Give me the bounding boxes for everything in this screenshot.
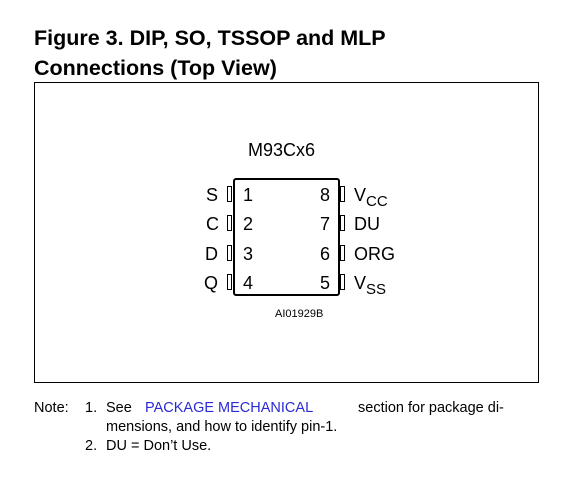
pin-number-6: 6 <box>320 244 331 264</box>
note-1-pre: See <box>106 400 132 416</box>
note-1-post: section for package di- <box>358 400 504 416</box>
pin-lead-3 <box>227 245 232 261</box>
pin-lead-2 <box>227 215 232 231</box>
chip-body <box>233 178 340 296</box>
pin-name-s: S <box>206 185 219 205</box>
pin-number-3: 3 <box>243 244 254 264</box>
pin-name-q: Q <box>204 273 219 293</box>
figure-code: AI01929B <box>275 308 324 320</box>
pin-name-d: D <box>205 244 218 264</box>
figure-frame <box>34 82 539 383</box>
pin-lead-7 <box>340 215 345 231</box>
chip-part-label: M93Cx6 <box>248 140 316 160</box>
pin-lead-1 <box>227 186 232 202</box>
note-label: Note: <box>34 400 69 416</box>
pin-name-c: C <box>206 214 219 234</box>
pin-number-7: 7 <box>320 214 331 234</box>
pin-lead-5 <box>340 274 345 290</box>
pin-number-4: 4 <box>243 273 254 293</box>
package-mechanical-link[interactable]: PACKAGE MECHANICAL <box>145 400 314 416</box>
note-2-text: DU = Don’t Use. <box>106 438 212 454</box>
pin-name-vcc-sub: CC <box>366 193 388 210</box>
figure-title-line-2: Connections (Top View) <box>34 56 277 80</box>
pin-name-vss: VSS <box>354 272 386 301</box>
pin-number-8: 8 <box>320 185 331 205</box>
pin-name-vcc: VCC <box>354 184 388 213</box>
pin-number-1: 1 <box>243 185 254 205</box>
note-1-number: 1. <box>85 400 98 416</box>
pin-number-2: 2 <box>243 214 254 234</box>
pin-number-5: 5 <box>320 273 331 293</box>
pin-lead-8 <box>340 186 345 202</box>
note-1-continuation: mensions, and how to identify pin-1. <box>106 419 338 435</box>
pin-name-vcc-main: V <box>354 185 367 205</box>
figure-title: Figure 3. DIP, SO, TSSOP and MLP Connect… <box>34 23 554 83</box>
pin-lead-4 <box>227 274 232 290</box>
figure-title-line-1: Figure 3. DIP, SO, TSSOP and MLP <box>34 26 386 50</box>
pin-name-du: DU <box>354 214 380 234</box>
pin-name-org: ORG <box>354 244 396 264</box>
pin-lead-6 <box>340 245 345 261</box>
note-2-number: 2. <box>85 438 98 454</box>
pin-name-vss-main: V <box>354 273 367 293</box>
pin-name-vss-sub: SS <box>366 281 387 298</box>
